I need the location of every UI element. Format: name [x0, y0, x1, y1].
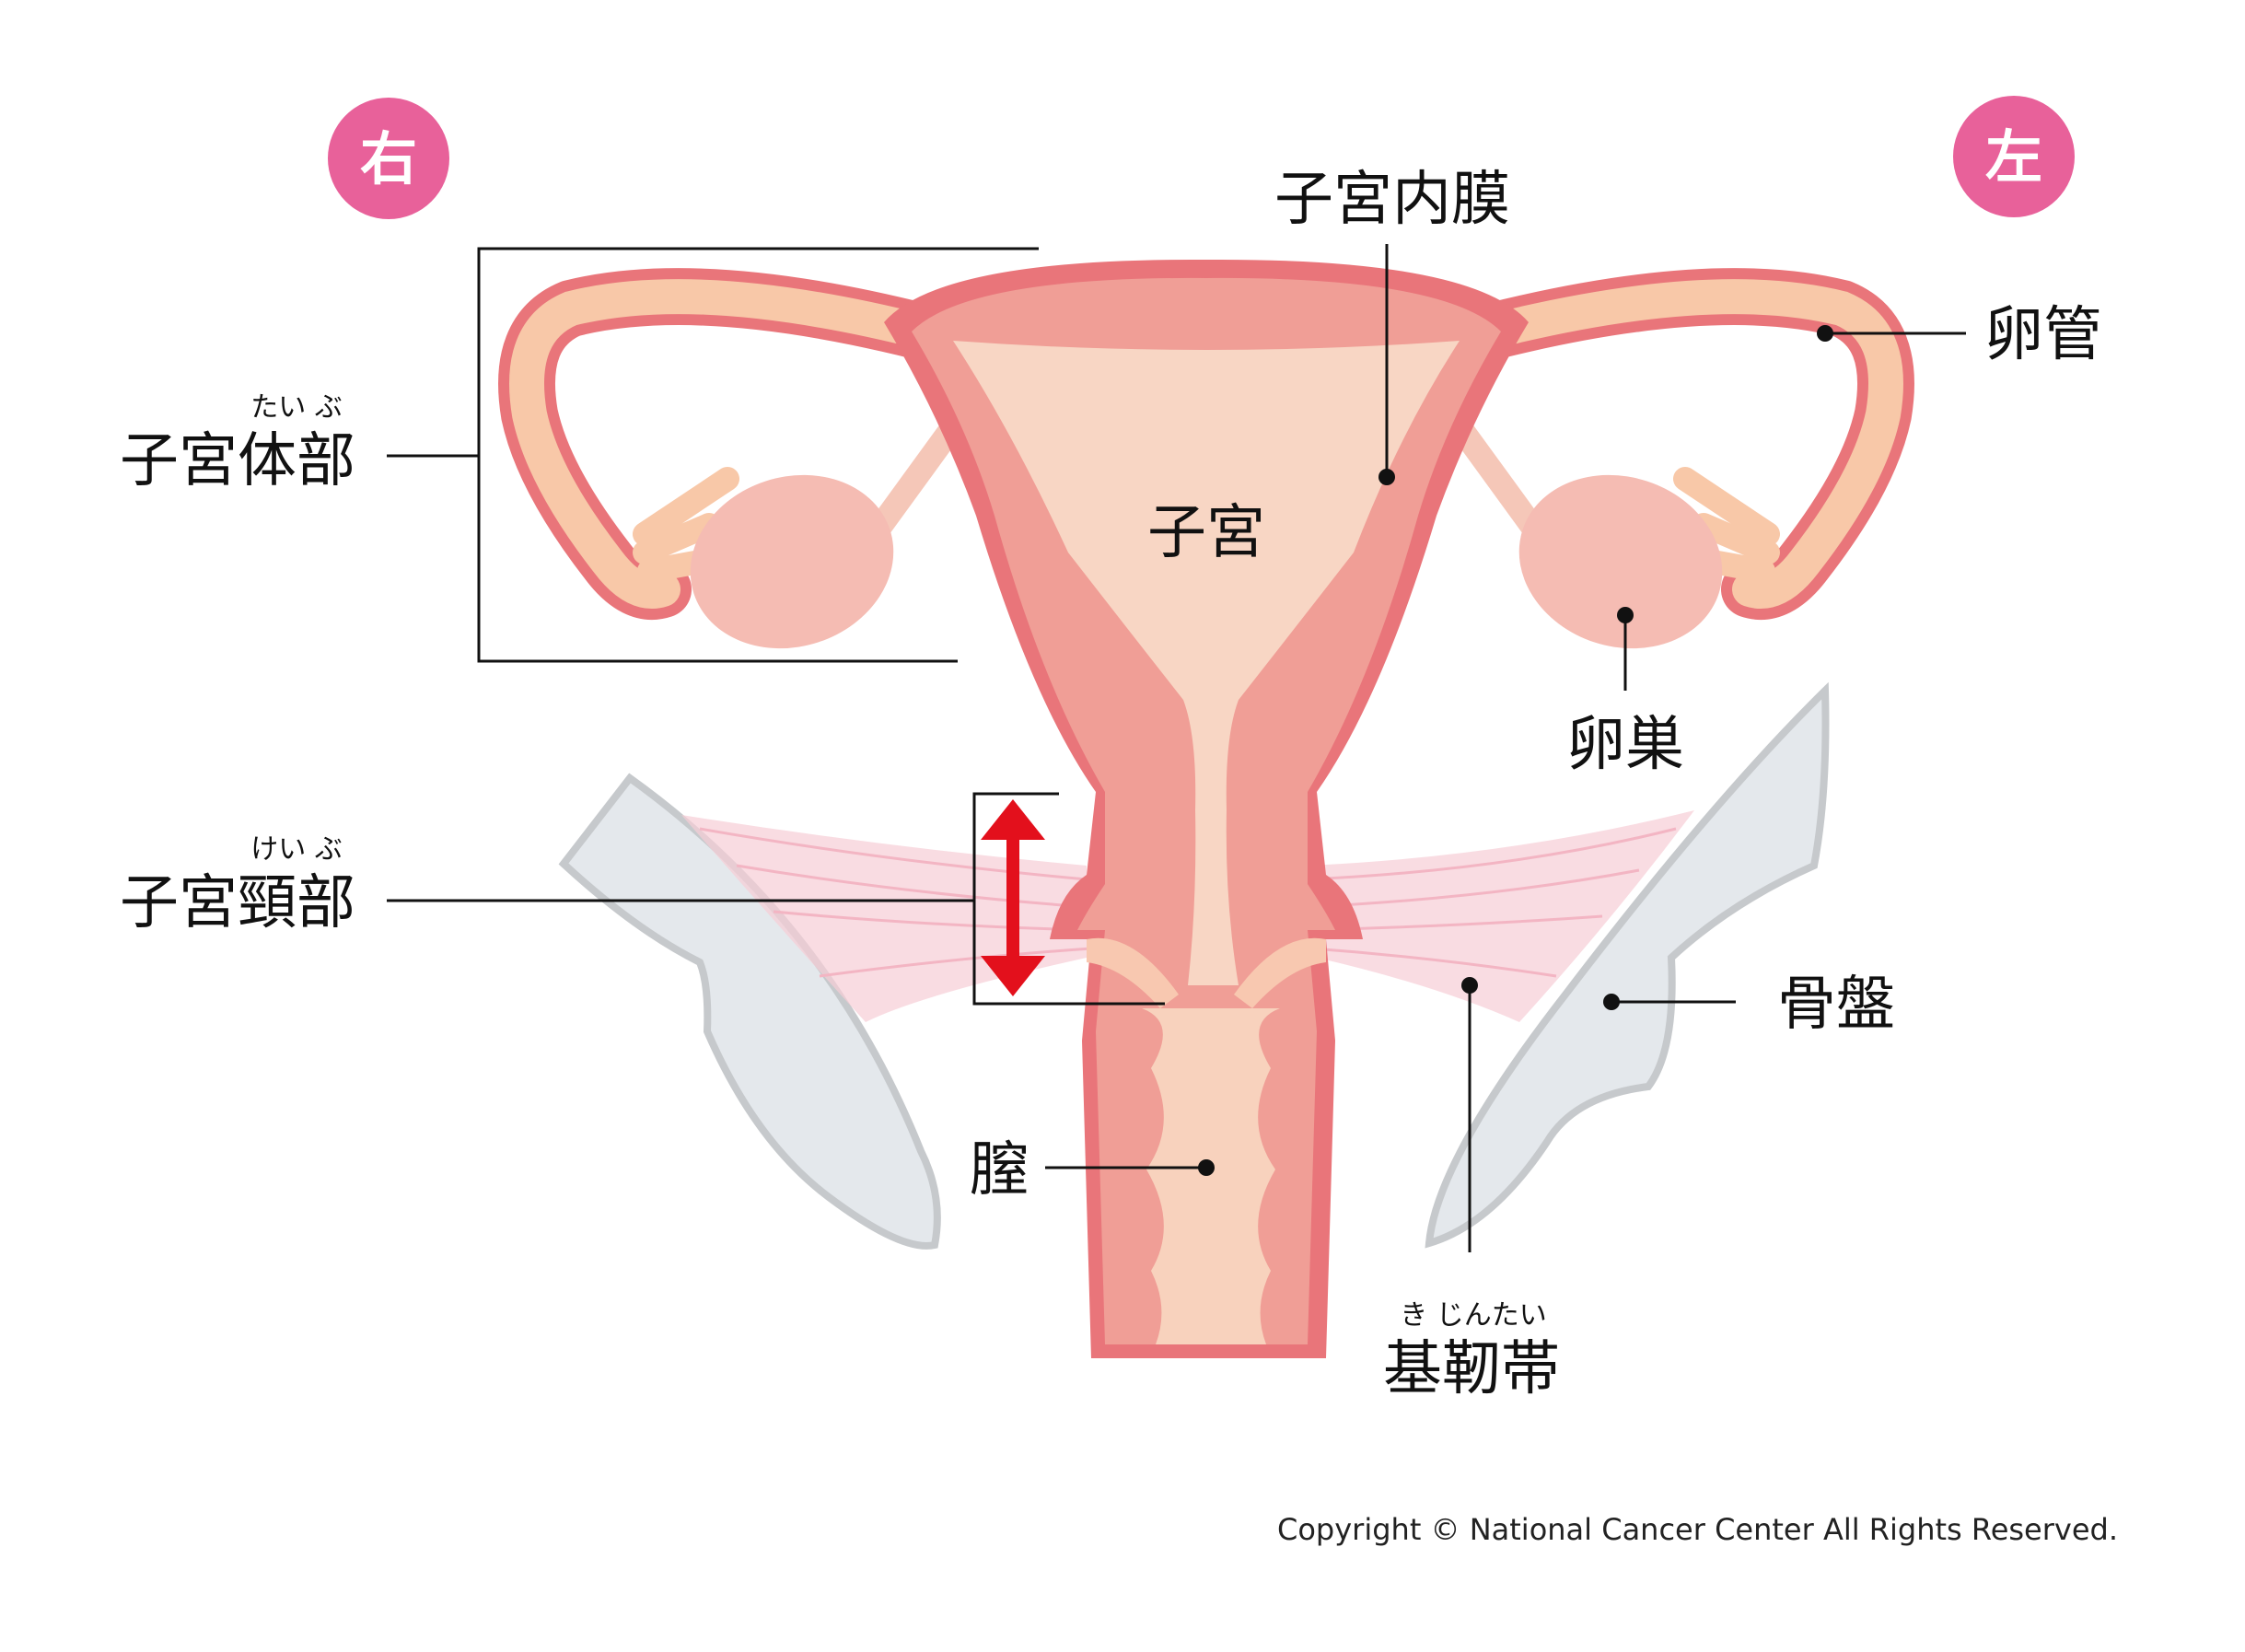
endometrium-label: 子宮内膜 — [1274, 166, 1510, 234]
cervix-lip-right — [1087, 937, 1179, 1008]
svg-text:右: 右 — [360, 125, 417, 192]
uterine-body-ruby: たい ぶ — [250, 391, 343, 424]
cervix-label: 子宮頸部 — [120, 869, 355, 937]
uterus-label: 子宮 — [1147, 499, 1265, 567]
pelvis-label: 骨盤 — [1777, 971, 1895, 1039]
cervix-lip-left — [1234, 937, 1326, 1008]
double-arrow-icon — [981, 799, 1045, 996]
ovary-right — [690, 474, 894, 649]
pelvis-left-bone — [1425, 681, 1830, 1249]
ovary-label: 卵巣 — [1566, 711, 1684, 779]
pelvis-bones — [558, 681, 1830, 1250]
svg-text:左: 左 — [1985, 123, 2042, 191]
cervix-length-marker — [972, 792, 1165, 1006]
uterus — [884, 259, 1529, 1358]
cardinal-ligaments — [681, 810, 1694, 1022]
fallopian-tubes — [498, 268, 1914, 620]
fallopian-tube-leader — [1817, 325, 1966, 342]
fallopian-tube-label: 卵管 — [1984, 301, 2102, 369]
pelvis-right-bone — [558, 773, 941, 1250]
ovaries — [690, 474, 1723, 649]
cardinal-ligament-label: 基靭帯 — [1383, 1335, 1560, 1403]
cardinal-ligament-leader — [1461, 977, 1478, 1252]
endometrium-leader — [1378, 244, 1395, 485]
copyright-notice: Copyright © National Cancer Center All R… — [1277, 1512, 2118, 1547]
right-side-badge: 右 — [328, 98, 449, 219]
uterine-cavity — [953, 341, 1460, 810]
ovarian-ligaments — [863, 421, 1550, 546]
vaginal-canal — [1142, 1008, 1280, 1344]
ligament-fibers — [699, 827, 1677, 978]
ovary-left — [1518, 474, 1723, 649]
vagina-leader — [1045, 1159, 1215, 1176]
cervical-canal — [1188, 810, 1239, 985]
ovary-leader — [1617, 607, 1634, 691]
cervix-ruby: けい ぶ — [250, 833, 343, 866]
vagina-label: 膣 — [970, 1136, 1029, 1204]
uterine-body-label: 子宮体部 — [120, 427, 355, 495]
pelvis-leader — [1603, 994, 1736, 1010]
left-side-badge: 左 — [1953, 96, 2075, 217]
cardinal-ligament-ruby: き じんたい — [1400, 1299, 1547, 1332]
